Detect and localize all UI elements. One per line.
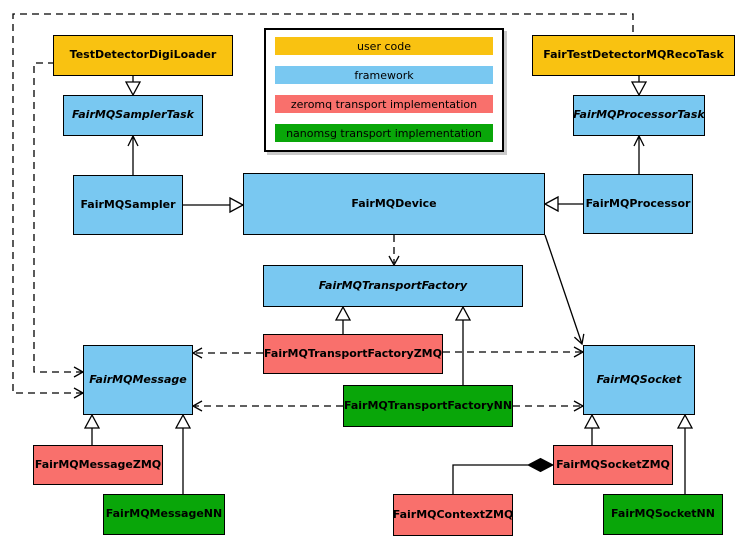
- node-fairmqdevice: FairMQDevice: [243, 173, 545, 235]
- legend-item-zeromq: zeromq transport implementation: [275, 95, 493, 113]
- node-label: FairMQContextZMQ: [392, 507, 514, 521]
- edge-messagenn-message: [174, 413, 192, 494]
- node-label: FairMQMessageNN: [105, 507, 223, 521]
- node-fairmqprocessortask: FairMQProcessorTask: [573, 95, 705, 136]
- node-fairmqmessage: FairMQMessage: [83, 345, 193, 415]
- edge-transportfactorynn-transportfactory: [454, 305, 472, 385]
- node-label: FairMQSamplerTask: [72, 108, 194, 122]
- node-label: TestDetectorDigiLoader: [69, 48, 217, 62]
- node-fairmqmessagenn: FairMQMessageNN: [103, 494, 225, 535]
- node-testdetectordigiloader: TestDetectorDigiLoader: [53, 35, 233, 76]
- edge-processor-device: [543, 195, 583, 213]
- node-label: FairMQTransportFactory: [318, 278, 468, 292]
- node-label: FairMQDevice: [351, 196, 437, 210]
- edge-transportfactorynn-socket: [513, 400, 585, 412]
- node-label: FairTestDetectorMQRecoTask: [543, 48, 724, 62]
- node-fairmqsocketzmq: FairMQSocketZMQ: [553, 445, 673, 485]
- node-fairmqmessagezmq: FairMQMessageZMQ: [33, 445, 163, 485]
- edge-contextzmq-socketzmq: [452, 457, 555, 494]
- node-label: FairMQMessage: [89, 372, 187, 386]
- node-fairmqtransportfactory: FairMQTransportFactory: [263, 265, 523, 307]
- legend-label-nanomsg: nanomsg transport implementation: [286, 126, 482, 140]
- node-fairmqsamplertask: FairMQSamplerTask: [63, 95, 203, 136]
- legend-item-framework: framework: [275, 66, 493, 84]
- legend-label-zeromq: zeromq transport implementation: [290, 97, 478, 111]
- node-label: FairMQSampler: [80, 197, 176, 211]
- legend-item-user-code: user code: [275, 37, 493, 55]
- node-fairmqcontextzmq: FairMQContextZMQ: [393, 494, 513, 536]
- edge-sampler-device: [183, 196, 245, 214]
- node-fairmqtransportfactorynn: FairMQTransportFactoryNN: [343, 385, 513, 427]
- node-fairmqsampler: FairMQSampler: [73, 175, 183, 235]
- node-label: FairMQTransportFactoryZMQ: [264, 346, 442, 360]
- node-fairtestdetectormqrecotask: FairTestDetectorMQRecoTask: [532, 35, 735, 76]
- node-fairmqsocket: FairMQSocket: [583, 345, 695, 415]
- legend-item-nanomsg: nanomsg transport implementation: [275, 124, 493, 142]
- node-label: FairMQProcessorTask: [573, 108, 705, 122]
- edge-socketzmq-socket: [583, 413, 601, 445]
- edge-transportfactoryzmq-socket: [443, 346, 585, 358]
- legend-label-framework: framework: [354, 68, 414, 82]
- node-fairmqtransportfactoryzmq: FairMQTransportFactoryZMQ: [263, 334, 443, 374]
- legend-box: user code framework zeromq transport imp…: [264, 28, 504, 152]
- node-label: FairMQSocket: [596, 372, 682, 386]
- edge-sampler-samplertask: [127, 134, 139, 175]
- edge-messagezmq-message: [83, 413, 101, 445]
- edge-transportfactorynn-message: [191, 400, 343, 412]
- node-label: FairMQMessageZMQ: [34, 457, 162, 471]
- edge-recotask-processortask: [630, 76, 648, 97]
- node-label: FairMQSocketNN: [611, 507, 715, 521]
- edge-transportfactoryzmq-transportfactory: [334, 305, 352, 334]
- edge-transportfactoryzmq-message: [191, 347, 263, 359]
- node-label: FairMQSocketZMQ: [556, 457, 670, 471]
- edge-device-socket: [544, 234, 585, 346]
- node-label: FairMQTransportFactoryNN: [343, 398, 513, 412]
- edge-socketnn-socket: [676, 413, 694, 494]
- node-fairmqsocketnn: FairMQSocketNN: [603, 494, 723, 535]
- edge-device-transportfactory: [388, 235, 400, 267]
- node-fairmqprocessor: FairMQProcessor: [583, 174, 693, 234]
- edge-digiloader-samplertask: [124, 76, 142, 97]
- edge-processor-processortask: [633, 134, 645, 174]
- legend-label-user-code: user code: [356, 39, 412, 53]
- node-label: FairMQProcessor: [585, 196, 691, 210]
